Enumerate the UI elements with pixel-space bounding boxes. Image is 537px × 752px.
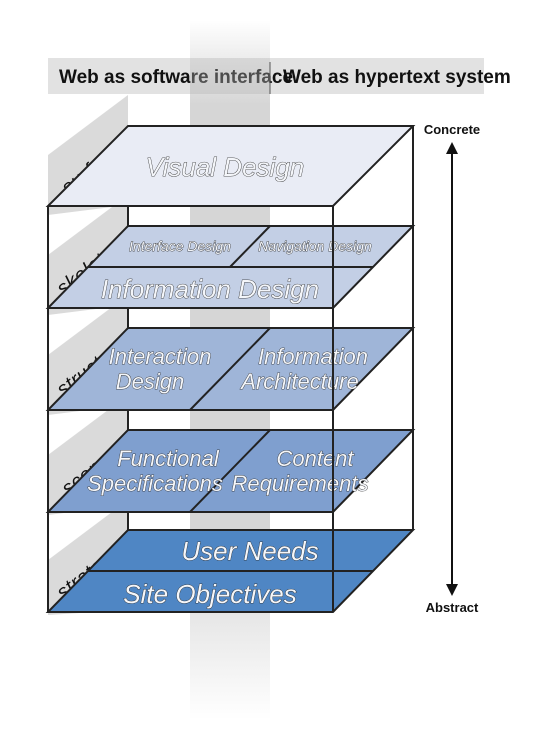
site-objectives-label: Site Objectives xyxy=(123,579,296,609)
content-requirements-label-2: Requirements xyxy=(232,471,369,496)
skeleton-plane-divider-v xyxy=(229,225,271,268)
scope-plane-divider xyxy=(189,429,271,513)
user-needs-label: User Needs xyxy=(181,536,318,566)
interface-design-label: Interface Design xyxy=(129,238,231,254)
concrete-label: Concrete xyxy=(424,122,480,137)
visual-design-label: Visual Design xyxy=(146,152,305,182)
navigation-design-label: Navigation Design xyxy=(258,238,372,254)
structure-plane-divider xyxy=(189,327,271,411)
frame-front-edges xyxy=(47,206,334,612)
interaction-design-label-1: Interaction xyxy=(109,344,212,369)
information-architecture-label-2: Architecture xyxy=(239,369,358,394)
interaction-design-label-2: Design xyxy=(116,369,184,394)
functional-specifications-label-2: Specifications xyxy=(87,471,223,496)
information-architecture-label-1: Information xyxy=(258,344,368,369)
content-requirements-label-1: Content xyxy=(276,446,354,471)
header-right-label: Web as hypertext system xyxy=(283,67,511,88)
abstract-label: Abstract xyxy=(426,600,479,615)
surface-plane xyxy=(45,125,416,207)
functional-specifications-label-1: Functional xyxy=(117,446,220,471)
information-design-label: Information Design xyxy=(101,274,319,304)
